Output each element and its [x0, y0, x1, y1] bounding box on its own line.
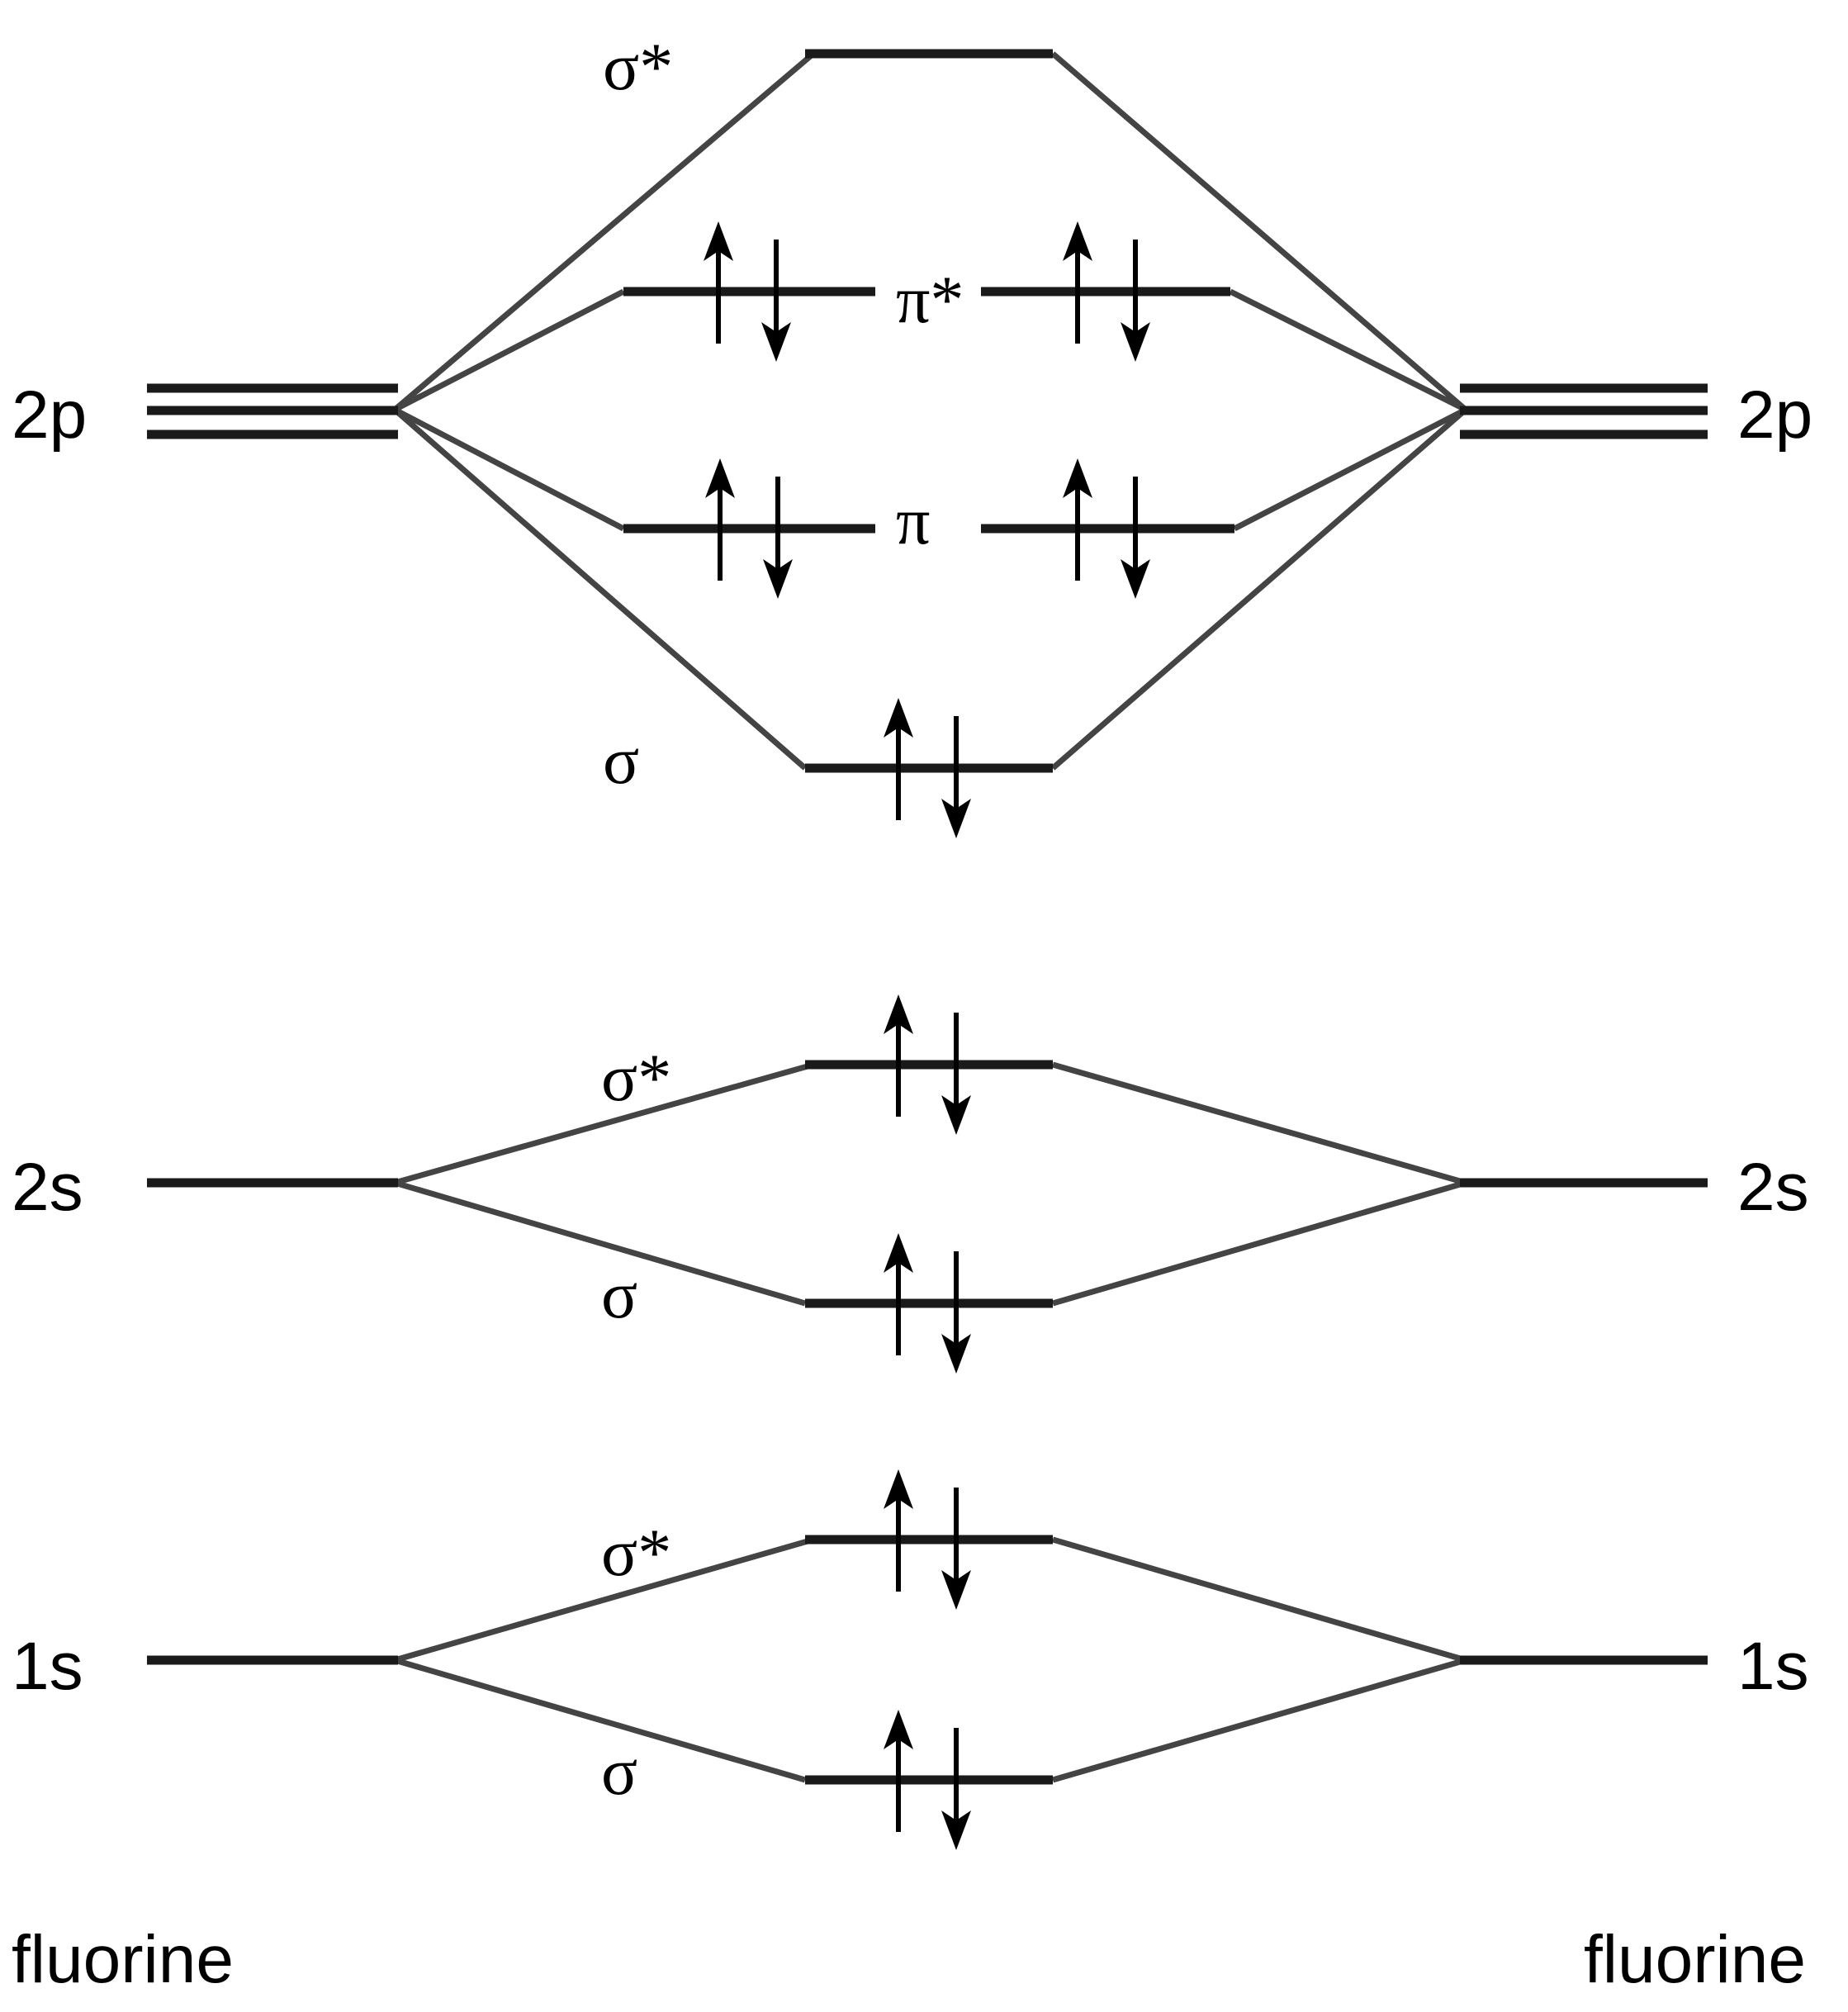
spin-up-arrow-head: [704, 221, 733, 261]
conn-1s-right-sigma: [1052, 1657, 1467, 1783]
correlation-lines: [392, 51, 1468, 1783]
left-2p-levels: [147, 383, 398, 439]
spin-up-arrow: [884, 1469, 913, 1592]
spin-up-arrow-head: [1063, 221, 1092, 261]
right-2p-label: 2p: [1737, 377, 1812, 453]
pi-star-2p-label: π*: [896, 262, 964, 337]
spin-down-arrow-head: [941, 799, 971, 838]
spin-up-arrow: [884, 994, 913, 1117]
spin-up-arrow: [1063, 458, 1092, 581]
spin-up-arrow: [1063, 221, 1092, 344]
spin-down-arrow: [941, 1251, 971, 1374]
sigma-2s-label: σ: [601, 1257, 637, 1332]
conn-2p-right-pi-star: [1229, 288, 1467, 413]
spin-down-arrow-head: [1121, 322, 1150, 362]
conn-2s-left-sigma-star: [394, 1061, 814, 1186]
spin-down-arrow: [1121, 477, 1150, 599]
right-atom-name: fluorine: [1584, 1922, 1806, 1997]
conn-2p-right-pi: [1233, 406, 1467, 532]
spin-up-arrow: [884, 1710, 913, 1832]
conn-1s-left-sigma: [394, 1657, 806, 1783]
spin-down-arrow-head: [761, 322, 791, 362]
left-1s-label: 1s: [12, 1629, 83, 1704]
spin-down-arrow: [1121, 240, 1150, 362]
right-2s-label: 2s: [1737, 1150, 1809, 1225]
spin-down-arrow: [941, 1488, 971, 1610]
left-2p-label: 2p: [12, 377, 87, 453]
conn-2p-left-pi-star: [393, 288, 625, 413]
spin-up-arrow-head: [884, 1469, 913, 1509]
left-2s-label: 2s: [12, 1150, 83, 1225]
spin-down-arrow-head: [941, 1570, 971, 1610]
sigma-2p-label: σ: [603, 723, 639, 798]
right-1s-label: 1s: [1737, 1629, 1809, 1704]
spin-down-arrow: [941, 1728, 971, 1850]
electron-arrows: [704, 221, 1150, 1850]
spin-down-arrow-head: [1121, 559, 1150, 599]
sigma-star-2s-label: σ*: [601, 1040, 671, 1115]
sigma-star-1s-label: σ*: [601, 1515, 671, 1590]
pi-2p-label: π: [896, 483, 930, 558]
sigma-star-2p-label: σ*: [603, 29, 673, 104]
spin-up-arrow-head: [884, 1710, 913, 1749]
conn-2p-left-pi: [393, 406, 625, 532]
conn-2s-right-sigma-star: [1052, 1061, 1467, 1186]
spin-up-arrow: [704, 221, 733, 344]
conn-2p-right-sigma: [1050, 407, 1468, 771]
right-2p-levels: [1460, 383, 1708, 439]
spin-up-arrow: [884, 698, 913, 820]
conn-2p-left-sigma-star: [392, 51, 816, 412]
spin-down-arrow: [941, 716, 971, 838]
conn-2s-left-sigma: [394, 1179, 806, 1307]
spin-down-arrow-head: [941, 1810, 971, 1850]
spin-up-arrow-head: [1063, 458, 1092, 498]
spin-down-arrow: [761, 240, 791, 362]
left-atom-name: fluorine: [12, 1922, 234, 1997]
conn-2s-right-sigma: [1052, 1179, 1467, 1307]
conn-1s-right-sigma-star: [1052, 1536, 1467, 1663]
spin-up-arrow-head: [705, 458, 735, 498]
spin-up-arrow-head: [884, 994, 913, 1034]
spin-up-arrow-head: [884, 1233, 913, 1273]
spin-down-arrow-head: [941, 1334, 971, 1374]
spin-up-arrow: [884, 1233, 913, 1355]
conn-1s-left-sigma-star: [394, 1536, 814, 1663]
conn-2p-right-sigma-star: [1050, 51, 1468, 412]
spin-down-arrow-head: [941, 1095, 971, 1135]
spin-down-arrow: [941, 1013, 971, 1135]
spin-up-arrow-head: [884, 698, 913, 738]
spin-up-arrow: [705, 458, 735, 581]
atomic-orbital-levels: [147, 383, 1708, 1665]
spin-down-arrow-head: [763, 559, 793, 599]
conn-2p-left-sigma: [392, 407, 808, 771]
sigma-1s-label: σ: [601, 1734, 637, 1809]
spin-down-arrow: [763, 477, 793, 599]
molecular-orbital-levels: [623, 49, 1234, 1785]
